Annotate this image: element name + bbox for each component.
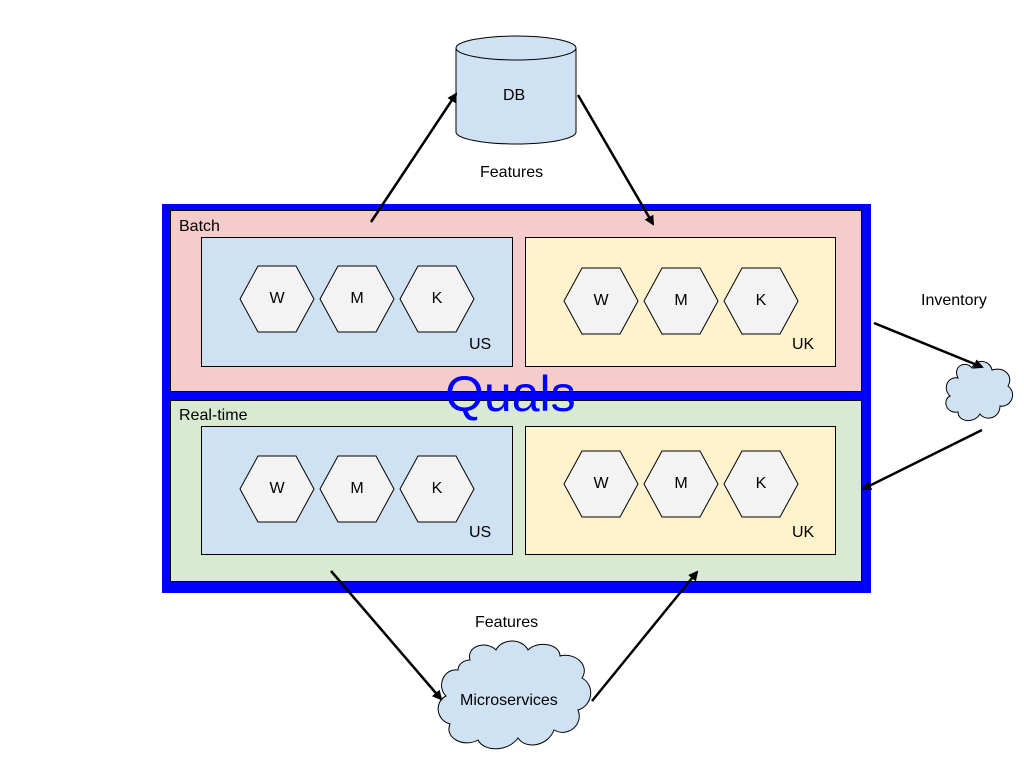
arrow-realtime-to-microservices — [330, 570, 443, 701]
batch-uk-node-m: M — [643, 267, 719, 335]
arrow-batch-to-inventory — [873, 321, 984, 369]
realtime-us-node-k: K — [399, 455, 475, 523]
batch-us-node-w: W — [239, 265, 315, 333]
inventory-label: Inventory — [921, 292, 987, 309]
batch-label: Batch — [179, 218, 220, 235]
batch-uk-node-w: W — [563, 267, 639, 335]
microservices-label: Microservices — [460, 692, 558, 709]
features-top-label: Features — [480, 164, 544, 181]
batch-us-node-m: M — [319, 265, 395, 333]
realtime-uk-label: UK — [792, 524, 815, 541]
batch-us-node-k: K — [399, 265, 475, 333]
realtime-us-label: US — [469, 524, 492, 541]
realtime-uk-node-k: K — [723, 450, 799, 518]
realtime-label: Real-time — [179, 407, 248, 424]
realtime-uk-node-w: W — [563, 450, 639, 518]
db-label: DB — [503, 87, 526, 104]
batch-uk-label: UK — [792, 336, 815, 353]
microservices-cloud — [437, 640, 592, 750]
batch-uk-node-k: K — [723, 267, 799, 335]
realtime-us-node-m: M — [319, 455, 395, 523]
inventory-cloud — [945, 361, 1013, 421]
realtime-uk-node-m: M — [643, 450, 719, 518]
batch-us-label: US — [469, 336, 492, 353]
arrow-db-to-batch — [576, 94, 655, 226]
arrow-microservices-to-realtime — [591, 570, 699, 702]
features-bottom-label: Features — [475, 614, 539, 631]
realtime-us-node-w: W — [239, 455, 315, 523]
arrow-inventory-to-realtime — [861, 428, 983, 491]
quals-label: Quals — [445, 366, 576, 422]
arrow-batch-to-db — [369, 92, 458, 223]
